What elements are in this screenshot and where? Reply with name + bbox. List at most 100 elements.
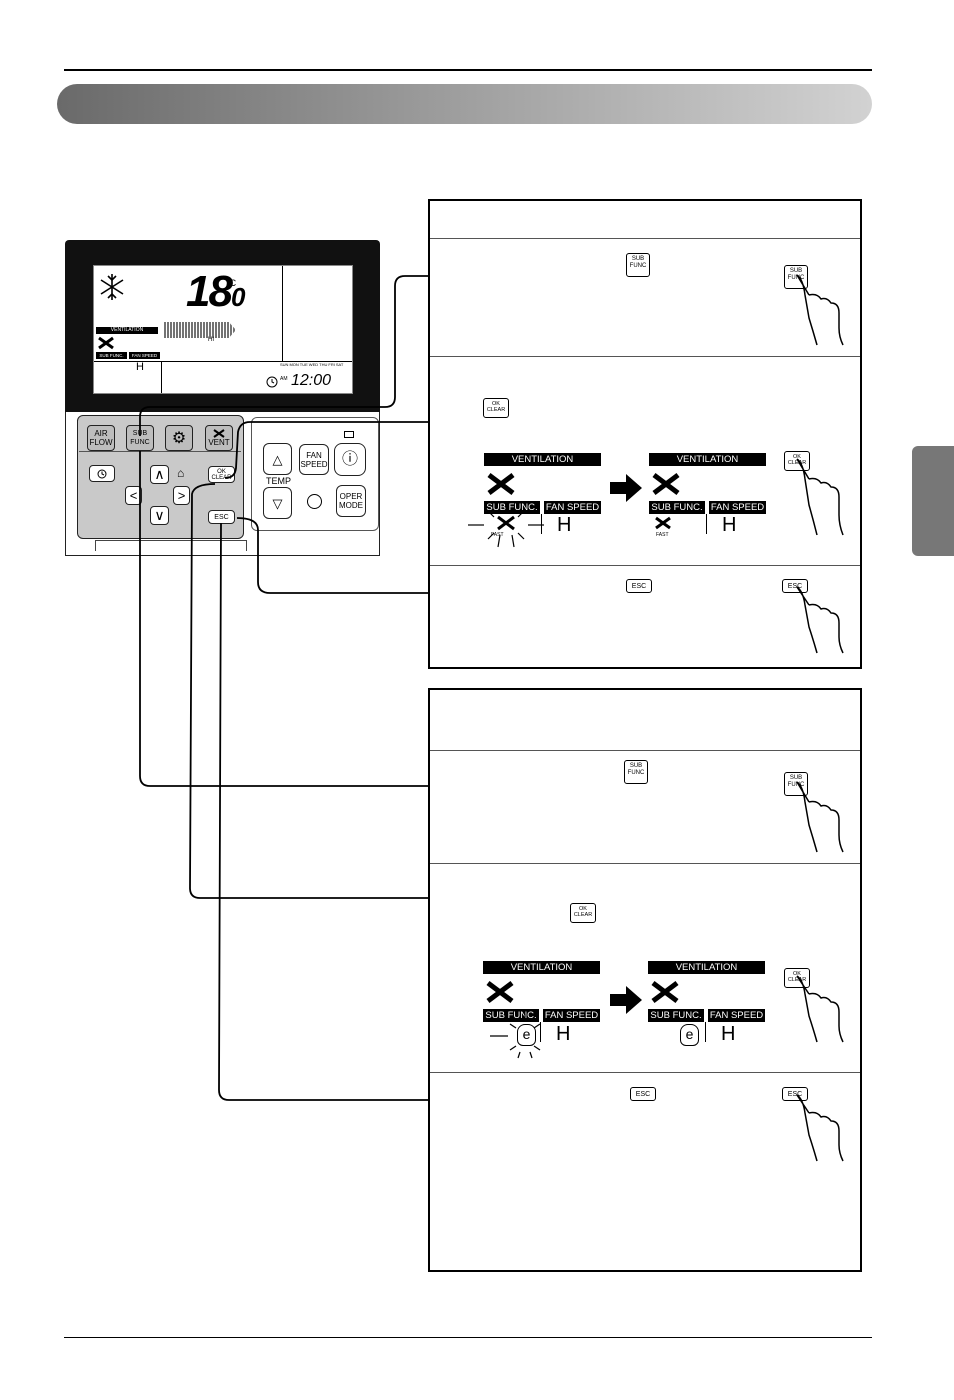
fan-label-2: SPEED (300, 459, 328, 469)
home-icon: ⌂ (177, 466, 185, 480)
display-after-divider (706, 514, 707, 534)
remote-bottom-slot (95, 540, 247, 551)
fan-value-after: H (721, 1023, 736, 1045)
key-label-1: SUB (629, 763, 643, 769)
inline-sub-func-key: SUB FUNC (626, 253, 650, 277)
lcd-temperature: 180 (186, 268, 246, 321)
left-button[interactable]: < (125, 486, 142, 505)
hand-sub-func-key: SUB FUNC (784, 772, 808, 796)
top-rule (64, 69, 872, 71)
hand-ok-clear-key: OK CLEAR (784, 451, 810, 471)
ok-clear-button[interactable]: OK CLEAR (208, 466, 235, 483)
ventilation-icon (98, 336, 114, 350)
ventilation-icon (487, 473, 515, 495)
key-label-1: OK (793, 971, 801, 977)
lcd-ventilation-bar: VENTILATION (96, 327, 158, 334)
chevron-up-icon: ∧ (154, 466, 165, 482)
chapter-tab (912, 446, 954, 556)
arrow-right-icon (610, 986, 642, 1014)
air-flow-button[interactable]: AIR FLOW (87, 425, 115, 451)
chevron-right-icon: > (177, 488, 186, 503)
timer-button[interactable] (89, 465, 115, 482)
power-button[interactable]: ⓘ (334, 443, 366, 476)
display-before-ventilation: VENTILATION (484, 453, 601, 466)
fast-label-after: FAST (656, 532, 669, 538)
day-mon: MON (289, 362, 299, 367)
chevron-left-icon: < (129, 488, 138, 503)
display-after-fan-speed: FAN SPEED (709, 501, 766, 514)
fan-value-after: H (722, 514, 737, 536)
lcd-divider (282, 266, 283, 361)
oper-mode-button[interactable]: OPER MODE (336, 485, 366, 517)
pressing-hand-icon (796, 458, 844, 536)
display-after-fan-speed: FAN SPEED (708, 1009, 765, 1022)
section-title-bar (57, 84, 872, 124)
triangle-up-icon: △ (272, 451, 283, 467)
fast-vent-icon (655, 516, 671, 530)
display-after-divider (705, 1022, 706, 1042)
eco-badge-after: e (680, 1024, 699, 1046)
lcd-temp-decimal: 0 (230, 282, 246, 312)
fan-value-before: H (556, 1023, 571, 1045)
display-before-sub-func: SUB FUNC. (484, 501, 540, 514)
blinking-fast-vent-icon (468, 510, 544, 548)
fan-speed-button[interactable]: FAN SPEED (299, 444, 329, 475)
clock-icon (266, 376, 278, 388)
vent-button[interactable]: VENT (205, 425, 233, 451)
hand-sub-func-key: SUB FUNC (784, 265, 808, 289)
triangle-down-icon: ▽ (272, 495, 283, 511)
eco-letter: e (522, 1026, 531, 1042)
day-thu: THU (319, 362, 328, 367)
right-button[interactable]: > (173, 486, 190, 505)
pressing-hand-icon (796, 975, 844, 1043)
key-label-2: CLEAR (787, 977, 807, 983)
up-button[interactable]: ∧ (150, 465, 169, 484)
inline-esc-key: ESC (630, 1087, 656, 1101)
key-label-2: FUNC (787, 782, 805, 788)
box2-sep-1 (430, 750, 860, 751)
key-label-1: SUB (789, 775, 803, 781)
display-before-ventilation: VENTILATION (483, 961, 600, 974)
day-wed: WED (308, 362, 319, 367)
ventilation-icon (486, 981, 514, 1003)
box1-sep-2 (430, 356, 860, 357)
key-label-1: OK (492, 401, 500, 407)
down-button[interactable]: ∨ (150, 506, 169, 525)
lcd-am: AM (280, 376, 288, 382)
ok-label: OK (217, 468, 226, 475)
fan-label-1: FAN (306, 450, 322, 460)
pressing-hand-icon (796, 274, 844, 346)
eco-letter: e (685, 1026, 694, 1042)
display-after-sub-func: SUB FUNC. (649, 501, 705, 514)
arrow-right-icon (610, 474, 642, 502)
settings-button[interactable]: ⚙ (165, 425, 193, 451)
key-label-2: CLEAR (486, 407, 506, 413)
lcd-fan-speed-label: FAN SPEED (129, 352, 160, 359)
inline-ok-clear-key: OK CLEAR (483, 398, 509, 418)
box2-sep-2 (430, 863, 860, 864)
temp-label: TEMP (266, 476, 292, 486)
oper-label-2: MODE (339, 501, 363, 510)
box1-sep-1 (430, 238, 860, 239)
box2-sep-3 (430, 1072, 860, 1073)
key-label-2: FUNC (787, 275, 805, 281)
temp-down-button[interactable]: ▽ (263, 487, 292, 519)
lcd-fan-value: H (136, 361, 144, 373)
inline-sub-func-key: SUB FUNC (624, 760, 648, 784)
eco-badge-before: e (517, 1024, 536, 1046)
fan-value-before: H (557, 514, 572, 536)
display-before-fan-speed: FAN SPEED (543, 1009, 600, 1022)
key-label: ESC (787, 583, 803, 590)
procedure-box-2: SUB FUNC SUB FUNC OK CLEAR VENTILATION S… (428, 688, 862, 1272)
esc-button[interactable]: ESC (208, 510, 235, 524)
temp-up-button[interactable]: △ (263, 443, 292, 475)
lcd-sub-func-label: SUB FUNC. (96, 352, 127, 359)
clear-label: CLEAR (211, 474, 232, 481)
procedure-box-1: SUB FUNC SUB FUNC OK CLEAR VENTILATION S… (428, 199, 862, 669)
display-after-sub-func: SUB FUNC. (648, 1009, 704, 1022)
key-label-2: CLEAR (573, 912, 593, 918)
inline-esc-key: ESC (626, 579, 652, 593)
vent-label: VENT (208, 438, 230, 447)
snowflake-icon (100, 274, 124, 300)
